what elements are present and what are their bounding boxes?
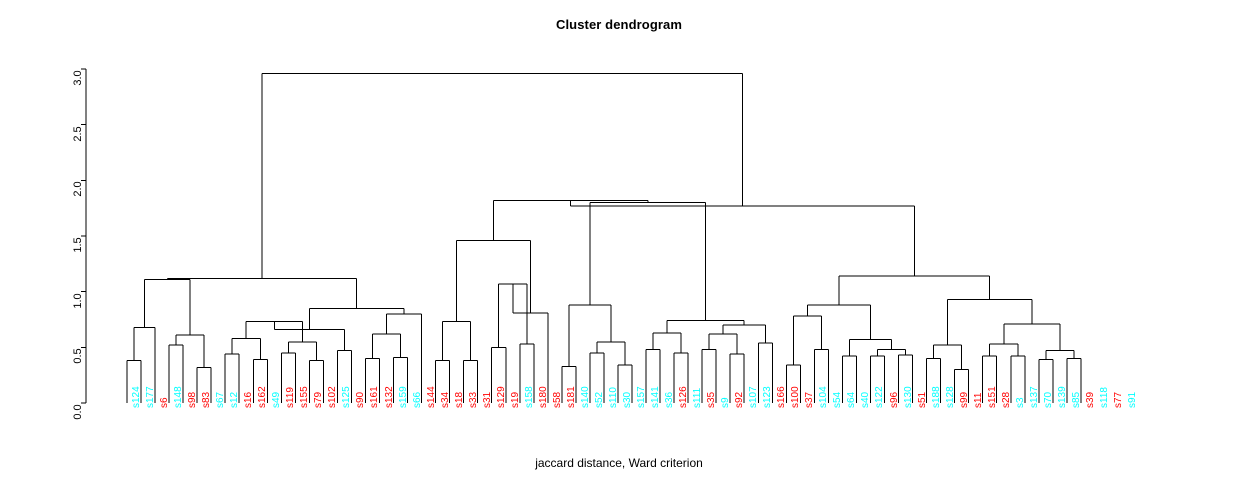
leaf-label[interactable]: s77: [1112, 391, 1124, 408]
leaf-label[interactable]: s144: [425, 386, 437, 408]
leaf-label[interactable]: s83: [201, 391, 213, 408]
leaf-label[interactable]: s31: [481, 391, 493, 408]
leaf-label[interactable]: s28: [1000, 391, 1012, 408]
leaf-label[interactable]: s130: [902, 386, 914, 408]
leaf-label[interactable]: s124: [131, 386, 142, 408]
leaf-label[interactable]: s96: [888, 391, 900, 408]
leaf-label[interactable]: s11: [972, 392, 984, 408]
leaf-label[interactable]: s40: [860, 391, 872, 408]
leaf-label[interactable]: s98: [187, 391, 199, 408]
leaf-label[interactable]: s36: [664, 391, 676, 408]
leaf-label[interactable]: s111: [692, 387, 704, 408]
leaf-label[interactable]: s70: [1042, 391, 1054, 408]
leaf-label[interactable]: s64: [846, 391, 858, 408]
y-tick-label: 2.5: [72, 126, 84, 142]
leaf-label[interactable]: s132: [383, 386, 395, 408]
leaf-label[interactable]: s148: [173, 386, 185, 408]
leaf-label[interactable]: s162: [257, 386, 269, 408]
leaf-label[interactable]: s58: [551, 391, 563, 408]
leaf-label[interactable]: s100: [790, 386, 802, 408]
leaf-label[interactable]: s9: [720, 397, 732, 408]
leaf-label[interactable]: s99: [958, 391, 970, 408]
y-tick-label: 3.0: [72, 70, 84, 86]
leaf-label[interactable]: s107: [748, 386, 760, 408]
leaf-label[interactable]: s158: [523, 386, 535, 408]
leaf-label[interactable]: s161: [369, 386, 381, 408]
leaf-label[interactable]: s104: [818, 386, 830, 408]
leaf-label[interactable]: s102: [327, 386, 339, 408]
leaf-label[interactable]: s188: [930, 386, 942, 408]
leaf-label[interactable]: s139: [1056, 386, 1068, 408]
leaf-label[interactable]: s151: [986, 386, 998, 408]
y-tick-label: 0.5: [72, 348, 84, 364]
leaf-label[interactable]: s34: [439, 391, 451, 408]
page-title: Cluster dendrogram: [555, 17, 683, 32]
leaf-label[interactable]: s51: [916, 391, 928, 408]
leaf-label[interactable]: s122: [874, 386, 886, 408]
leaf-label[interactable]: s19: [509, 391, 521, 408]
leaf-label[interactable]: s157: [636, 386, 647, 408]
leaf-label[interactable]: s49: [271, 391, 283, 408]
leaf-label[interactable]: s92: [734, 391, 746, 408]
leaf-label[interactable]: s159: [397, 386, 409, 408]
y-tick-label: 1.5: [72, 237, 84, 253]
leaf-label[interactable]: s66: [411, 391, 423, 408]
y-tick-label: 2.0: [72, 181, 84, 197]
leaf-label[interactable]: s110: [607, 387, 619, 408]
leaf-label[interactable]: s30: [621, 391, 633, 408]
leaf-label[interactable]: s119: [285, 387, 297, 408]
leaf-label[interactable]: s3: [1014, 397, 1026, 408]
leaf-label[interactable]: s52: [593, 391, 605, 408]
leaf-label[interactable]: s6: [159, 397, 171, 408]
leaf-label[interactable]: s180: [537, 386, 549, 408]
leaf-label[interactable]: s67: [215, 391, 227, 408]
leaf-label[interactable]: s177: [145, 386, 157, 408]
leaf-label[interactable]: s12: [229, 391, 241, 408]
leaf-label[interactable]: s137: [1028, 386, 1040, 408]
leaf-label[interactable]: s123: [762, 386, 774, 408]
leaf-label[interactable]: s35: [706, 391, 718, 408]
leaf-label[interactable]: s140: [579, 386, 591, 408]
leaf-label[interactable]: s118: [1098, 387, 1110, 408]
leaf-label[interactable]: s181: [565, 386, 577, 408]
leaf-label[interactable]: s85: [1070, 391, 1082, 408]
leaf-label[interactable]: s155: [299, 386, 311, 408]
leaf-label[interactable]: s39: [1084, 391, 1096, 408]
leaf-label[interactable]: s91: [1127, 391, 1138, 408]
leaf-label[interactable]: s79: [313, 391, 325, 408]
leaf-label[interactable]: s126: [678, 386, 690, 408]
leaf-label[interactable]: s166: [776, 386, 788, 408]
y-tick-label: 1.0: [72, 293, 84, 309]
leaf-label[interactable]: s129: [495, 386, 507, 408]
x-axis-label: jaccard distance, Ward criterion: [535, 456, 703, 470]
leaf-label[interactable]: s141: [650, 386, 662, 408]
leaf-label[interactable]: s54: [832, 391, 844, 408]
leaf-label[interactable]: s16: [243, 391, 255, 408]
y-tick-label: 0.0: [72, 404, 84, 420]
leaf-label[interactable]: s33: [467, 391, 479, 408]
leaf-label[interactable]: s18: [453, 391, 465, 408]
leaf-label[interactable]: s125: [341, 386, 353, 408]
leaf-label[interactable]: s128: [944, 386, 956, 408]
leaf-label[interactable]: s37: [804, 391, 816, 408]
leaf-label[interactable]: s90: [355, 391, 367, 408]
